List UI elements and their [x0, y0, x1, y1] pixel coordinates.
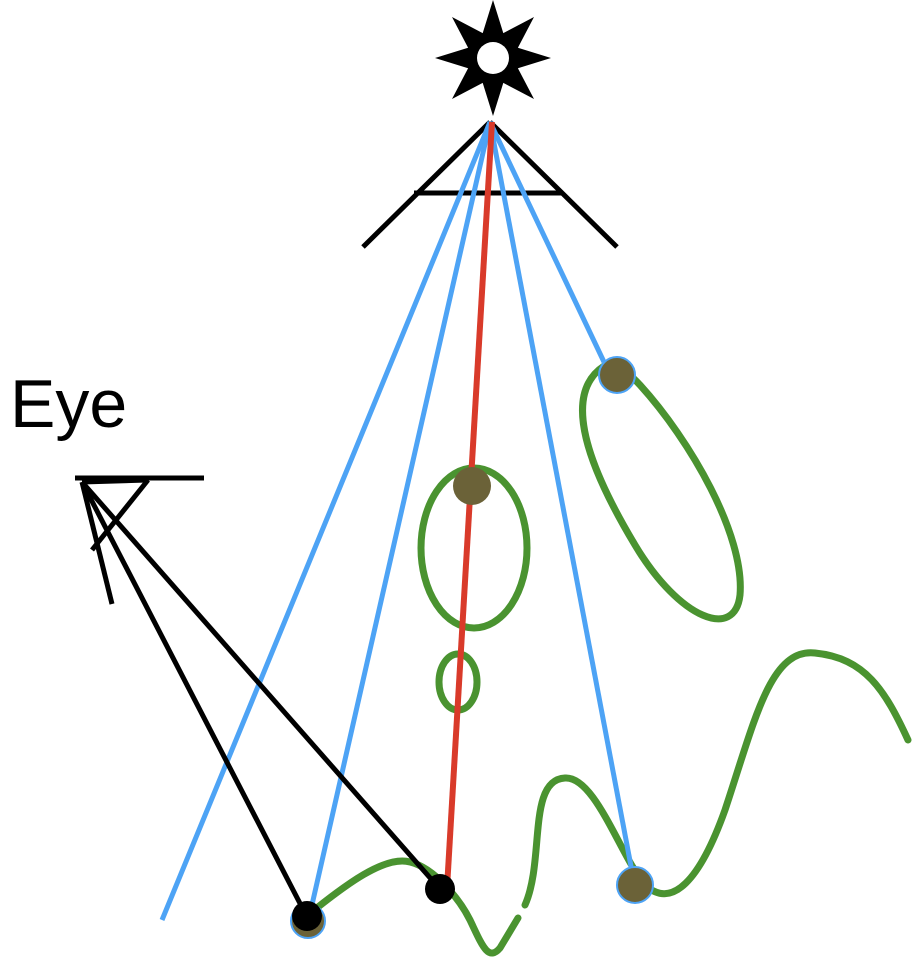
view-point — [425, 874, 455, 904]
hit-point — [453, 467, 491, 505]
sun-icon — [435, 0, 551, 116]
ground-curve-left — [304, 857, 522, 957]
scene-surfaces — [304, 361, 912, 957]
view-ray — [80, 480, 441, 890]
light-ray — [306, 121, 493, 919]
frustum-right-edge — [488, 120, 619, 249]
tilted-ellipse — [578, 361, 744, 623]
light-ray — [159, 121, 493, 921]
hit-point — [616, 866, 654, 904]
eye-frustum — [75, 475, 441, 917]
view-ray — [79, 480, 309, 917]
view-point — [292, 901, 322, 931]
light-ray — [487, 120, 607, 364]
eye-frustum-edge — [90, 478, 150, 552]
light-rays — [159, 120, 637, 921]
frustum-left-edge — [361, 120, 492, 249]
eye-frustum-edge — [81, 477, 149, 485]
highlighted-ray — [444, 121, 495, 889]
hit-point — [598, 356, 636, 394]
sun-center — [477, 42, 509, 74]
viewed-points — [292, 874, 455, 931]
eye-label: Eye — [10, 366, 128, 442]
ground-curve-right — [521, 649, 912, 909]
light-ray — [487, 121, 637, 883]
